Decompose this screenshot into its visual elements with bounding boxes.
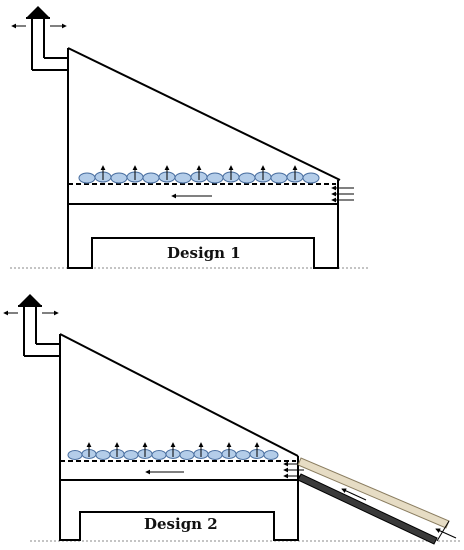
collector-absorber-plate [297,473,438,545]
drying-chamber [59,333,299,541]
drying-chamber [67,47,341,269]
chimney-cap [18,294,42,306]
collector-inlet-arrow [435,528,457,539]
inlet-airflow-arrows [331,185,354,203]
collector-glazing [297,457,450,529]
design-1-diagram [10,6,370,269]
solar-collector [297,457,457,545]
upward-airflow-arrows [86,442,260,457]
chimney-cap [26,6,50,18]
design-2-label: Design 2 [144,515,218,533]
chimney [3,294,60,357]
design-2-diagram [3,294,460,545]
chimney [11,6,68,71]
upward-airflow-arrows [100,165,298,180]
collector-airflow-arrow [341,488,367,501]
design-1-label: Design 1 [167,244,241,262]
